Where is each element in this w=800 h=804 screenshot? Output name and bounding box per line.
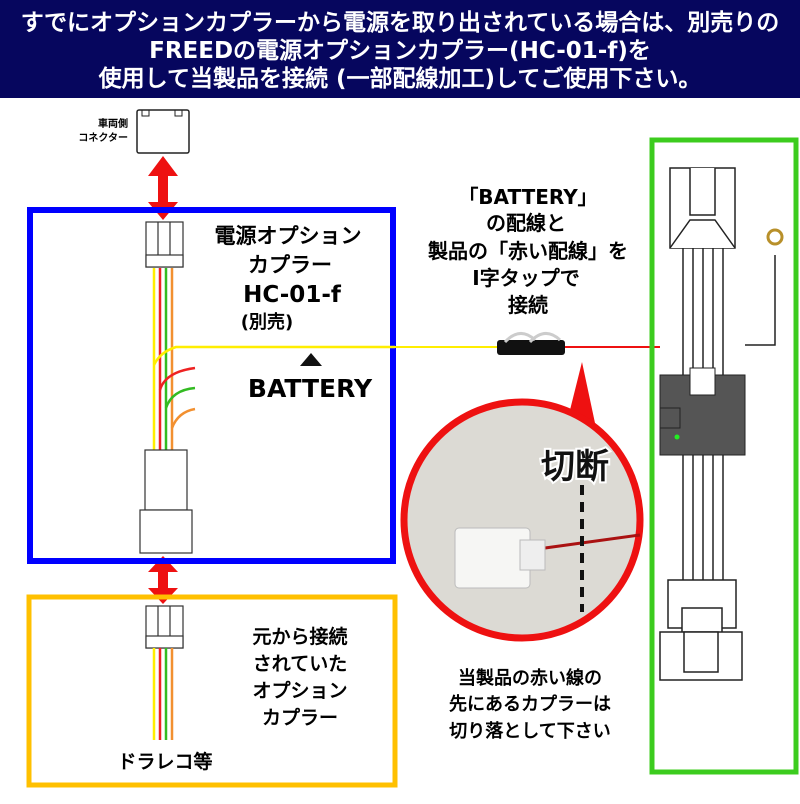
product-wires — [682, 248, 724, 580]
original-coupler-label-4: カプラー — [262, 706, 338, 729]
vehicle-connector-label-2: コネクター — [78, 132, 128, 144]
header-line-2: FREEDの電源オプションカプラー(HC-01-f)を — [149, 38, 651, 64]
original-coupler-box — [26, 594, 398, 788]
original-coupler-wires — [152, 648, 174, 740]
i-tap-connector-icon — [497, 332, 565, 355]
tap-note-3: 製品の「赤い配線」を — [428, 239, 628, 263]
double-arrow-icon — [148, 156, 178, 220]
tap-note-1: 「BATTERY」 — [458, 185, 597, 209]
tap-note-4: I字タップで — [472, 266, 579, 290]
option-coupler-box — [27, 207, 396, 564]
dashcam-label: ドラレコ等 — [117, 750, 212, 773]
coupler-wires — [152, 268, 395, 450]
vehicle-connector-label-1: 車両側 — [98, 117, 128, 130]
product-bottom-connector — [659, 579, 743, 681]
double-arrow-icon — [148, 556, 178, 604]
vehicle-connector — [136, 109, 190, 154]
cut-coupler-photo — [454, 527, 641, 589]
header-line-3: 使用して当製品を接続 (一部配線加工)してご使用下さい。 — [98, 65, 702, 92]
option-coupler-bottom-connector — [139, 449, 193, 554]
ring-terminal-icon — [766, 228, 784, 246]
cut-note-1: 当製品の赤い線の — [458, 667, 602, 689]
original-coupler-label-1: 元から接続 — [252, 625, 347, 648]
original-coupler-connector — [145, 605, 184, 649]
detail-circle — [400, 398, 644, 642]
tap-note-2: の配線と — [486, 211, 566, 235]
battery-label: BATTERY — [248, 374, 373, 403]
option-coupler-title-2: カプラー — [248, 253, 332, 277]
product-top-connector — [669, 167, 736, 249]
product-box — [649, 137, 799, 775]
header-line-1: すでにオプションカプラーから電源を取り出されている場合は、別売りの — [21, 9, 780, 36]
original-coupler-label-2: されていた — [253, 653, 347, 675]
option-coupler-model: HC-01-f — [243, 282, 342, 308]
option-coupler-title-1: 電源オプション — [215, 224, 362, 248]
option-coupler-connector — [145, 221, 184, 268]
ground-wire — [745, 255, 776, 346]
original-coupler-label-3: オプション — [252, 679, 347, 702]
product-control-unit — [659, 367, 746, 456]
up-triangle-icon — [300, 353, 322, 366]
tap-note-5: 接続 — [508, 293, 548, 317]
cut-note-2: 先にあるカプラーは — [449, 693, 611, 715]
header-banner — [0, 0, 800, 98]
cut-note-3: 切り落として下さい — [449, 721, 610, 742]
option-coupler-note: (別売) — [241, 311, 293, 333]
cut-label: 切断 — [541, 447, 609, 487]
